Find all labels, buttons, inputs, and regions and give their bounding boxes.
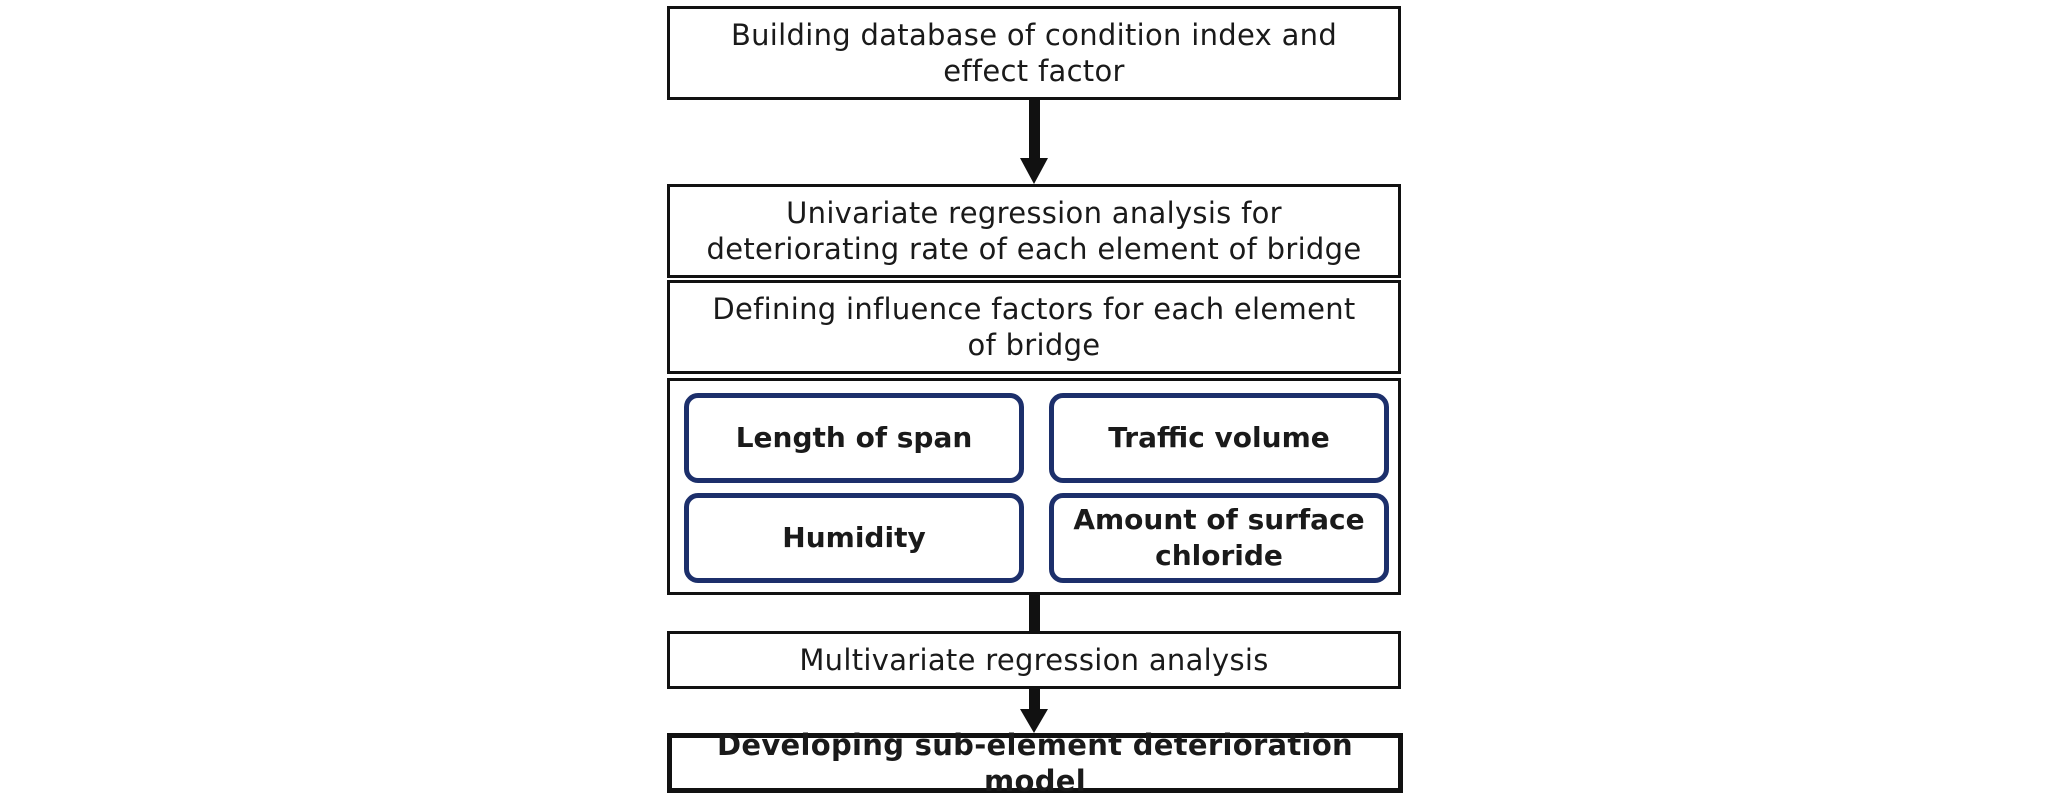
step-defining-influence-factors-label: Defining influence factors for each elem… bbox=[712, 292, 1356, 362]
arrowhead-3 bbox=[1020, 709, 1048, 733]
factor-traffic-volume-label: Traffic volume bbox=[1108, 421, 1330, 454]
step-developing-model-label: Developing sub-element deterioration mod… bbox=[716, 728, 1353, 798]
step-multivariate-regression: Multivariate regression analysis bbox=[667, 631, 1401, 689]
arrow-shaft-3 bbox=[1029, 689, 1040, 711]
step-developing-model: Developing sub-element deterioration mod… bbox=[667, 728, 1403, 798]
factor-length-of-span-label: Length of span bbox=[735, 421, 973, 454]
step-univariate-regression: Univariate regression analysis for deter… bbox=[667, 184, 1401, 278]
factor-surface-chloride-label: Amount of surface chloride bbox=[1073, 503, 1365, 572]
factor-surface-chloride: Amount of surface chloride bbox=[1049, 493, 1389, 583]
arrow-shaft-1 bbox=[1029, 100, 1040, 160]
step-building-database-label: Building database of condition index and… bbox=[730, 18, 1338, 88]
step-univariate-regression-label: Univariate regression analysis for deter… bbox=[706, 196, 1362, 266]
factor-humidity: Humidity bbox=[684, 493, 1024, 583]
factor-length-of-span: Length of span bbox=[684, 393, 1024, 483]
step-multivariate-regression-label: Multivariate regression analysis bbox=[799, 643, 1269, 677]
connector-line-2 bbox=[1029, 595, 1040, 631]
step-defining-influence-factors: Defining influence factors for each elem… bbox=[667, 280, 1401, 374]
factor-humidity-label: Humidity bbox=[782, 521, 926, 554]
factor-traffic-volume: Traffic volume bbox=[1049, 393, 1389, 483]
arrowhead-1 bbox=[1020, 158, 1048, 184]
step-building-database: Building database of condition index and… bbox=[667, 6, 1401, 100]
